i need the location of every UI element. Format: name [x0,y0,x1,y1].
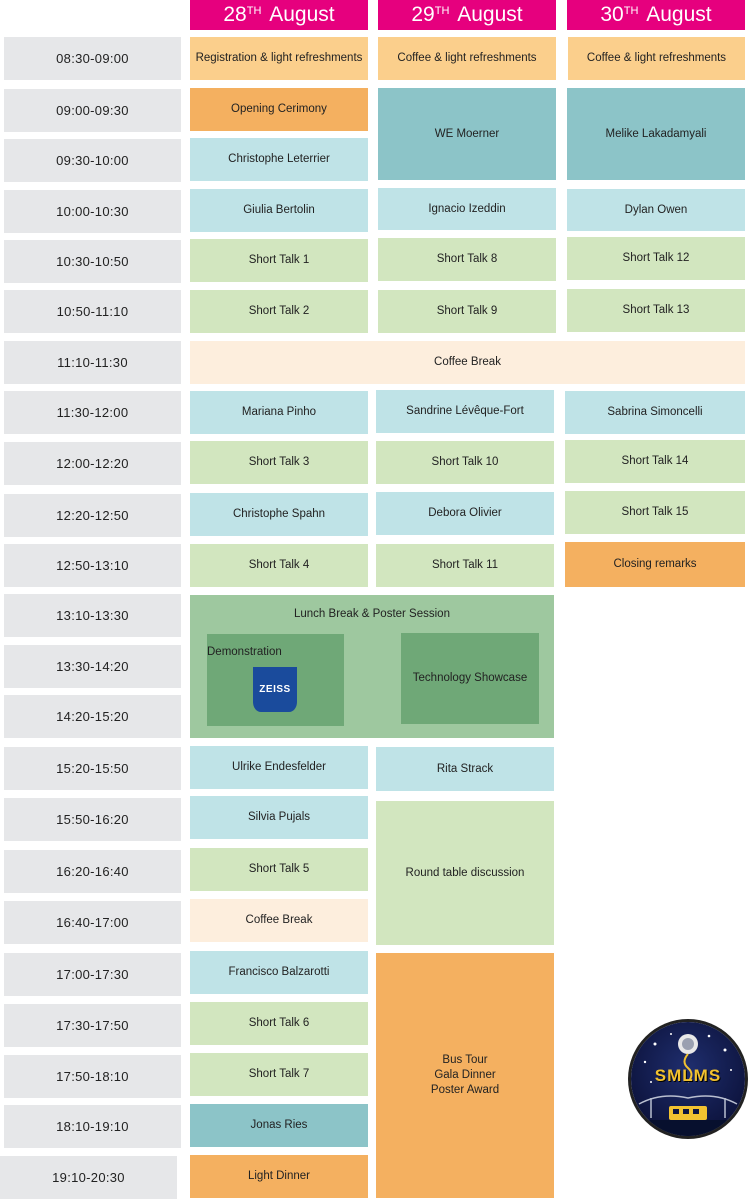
session-registration: Registration & light refreshments [190,37,368,80]
session-short-talk: Short Talk 10 [376,441,554,484]
day-month: August [269,3,335,26]
session-talk: Jonas Ries [190,1104,368,1147]
time-slot: 12:00-12:20 [4,442,181,485]
time-slot: 17:30-17:50 [4,1004,181,1047]
time-slot: 11:30-12:00 [4,391,181,434]
time-slot: 19:10-20:30 [0,1156,177,1199]
session-talk: Dylan Owen [567,189,745,231]
time-slot: 15:50-16:20 [4,798,181,841]
session-keynote: WE Moerner [378,88,556,180]
session-talk: Ignacio Izeddin [378,188,556,230]
session-short-talk: Short Talk 11 [376,544,554,587]
day-number: 29 [411,3,435,26]
time-slot: 11:10-11:30 [4,341,181,384]
session-closing: Closing remarks [565,542,745,587]
demonstration-box: Demonstration ZEISS [207,634,344,726]
logo-text: SMLMS [654,1066,722,1085]
session-short-talk: Short Talk 6 [190,1002,368,1045]
session-short-talk: Short Talk 5 [190,848,368,891]
time-slot: 18:10-19:10 [4,1105,181,1148]
time-slot: 12:50-13:10 [4,544,181,587]
smlms-logo-icon: SMLMS [631,1022,745,1136]
day-suffix: TH [434,5,450,17]
session-coffee-break: Coffee Break [190,899,368,942]
day-number: 28 [223,3,247,26]
time-slot: 16:20-16:40 [4,850,181,893]
time-slot: 13:30-14:20 [4,645,181,688]
zeiss-logo-icon: ZEISS [253,667,297,712]
session-short-talk: Short Talk 2 [190,290,368,333]
session-short-talk: Short Talk 13 [567,289,745,332]
day-suffix: TH [623,5,639,17]
session-short-talk: Short Talk 15 [565,491,745,534]
session-talk: Christophe Spahn [190,493,368,536]
day-month: August [646,3,712,26]
time-slot: 08:30-09:00 [4,37,181,80]
session-short-talk: Short Talk 9 [378,290,556,333]
session-talk: Sabrina Simoncelli [565,391,745,434]
session-short-talk: Short Talk 14 [565,440,745,483]
session-short-talk: Short Talk 7 [190,1053,368,1096]
time-slot: 14:20-15:20 [4,695,181,738]
session-light-dinner: Light Dinner [190,1155,368,1198]
poster-award-label: Poster Award [430,1084,500,1096]
session-talk: Christophe Leterrier [190,138,368,181]
session-talk: Ulrike Endesfelder [190,746,368,789]
session-talk: Rita Strack [376,747,554,791]
demonstration-label: Demonstration [207,646,282,658]
time-slot: 17:00-17:30 [4,953,181,996]
time-slot: 13:10-13:30 [4,594,181,637]
time-slot: 09:30-10:00 [4,139,181,182]
session-coffee-break-shared: Coffee Break [190,341,745,384]
day-number: 30 [600,3,624,26]
session-coffee: Coffee & light refreshments [378,37,556,80]
time-slot: 12:20-12:50 [4,494,181,537]
session-talk: Sandrine Lévêque-Fort [376,390,554,433]
session-opening: Opening Cerimony [190,88,368,131]
time-slot: 10:50-11:10 [4,290,181,333]
session-short-talk: Short Talk 1 [190,239,368,282]
session-talk: Mariana Pinho [190,391,368,434]
time-slot: 15:20-15:50 [4,747,181,790]
session-talk: Francisco Balzarotti [190,951,368,994]
session-round-table: Round table discussion [376,801,554,945]
session-short-talk: Short Talk 12 [567,237,745,280]
time-slot: 10:30-10:50 [4,240,181,283]
session-short-talk: Short Talk 4 [190,544,368,587]
gala-dinner-label: Gala Dinner [434,1069,496,1081]
session-bus-tour-gala: Bus Tour Gala Dinner Poster Award [376,953,554,1198]
session-short-talk: Short Talk 3 [190,441,368,484]
time-slot: 10:00-10:30 [4,190,181,233]
time-slot: 17:50-18:10 [4,1055,181,1098]
time-slot: 16:40-17:00 [4,901,181,944]
time-slot: 09:00-09:30 [4,89,181,132]
session-keynote: Melike Lakadamyali [567,88,745,180]
bus-tour-label: Bus Tour [442,1054,488,1066]
technology-showcase-box: Technology Showcase [401,633,539,724]
lunch-label: Lunch Break & Poster Session [294,608,450,620]
day-suffix: TH [246,5,262,17]
session-talk: Giulia Bertolin [190,189,368,232]
session-talk: Silvia Pujals [190,796,368,839]
session-short-talk: Short Talk 8 [378,238,556,281]
session-coffee: Coffee & light refreshments [568,37,745,80]
day-month: August [457,3,523,26]
session-talk: Debora Olivier [376,492,554,535]
